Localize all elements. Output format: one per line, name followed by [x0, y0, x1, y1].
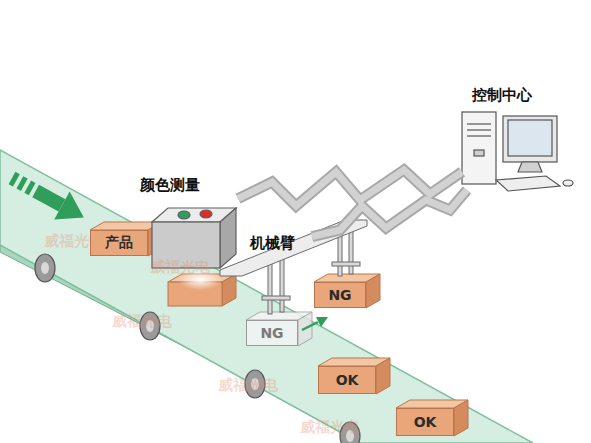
- box-side: [366, 274, 380, 308]
- control-center: 控制中心: [462, 86, 560, 190]
- reject-box-moving: NG: [246, 320, 298, 346]
- node-text: 颜色测量: [140, 176, 238, 195]
- reject-box: NG: [314, 282, 366, 308]
- color-measure-unit: 颜色测量: [138, 176, 238, 270]
- mouse: [563, 180, 573, 186]
- robot-arm: 机械臂: [250, 234, 312, 254]
- computer: [462, 112, 573, 191]
- node-text: OK: [336, 372, 359, 388]
- push-arrow: [302, 317, 328, 330]
- watermark: 威福光电: [300, 418, 360, 437]
- keyboard: [496, 176, 560, 191]
- node-text: 机械臂: [250, 234, 312, 253]
- push-arrow-head: [316, 317, 328, 327]
- drive-slot: [467, 123, 491, 124]
- watermark: 威福光电: [150, 258, 210, 277]
- roller-hubs: [41, 262, 354, 442]
- watermark: 威福光电: [112, 312, 172, 331]
- arm-post: [280, 258, 284, 312]
- conveyor-belt: [0, 150, 533, 443]
- monitor: [503, 116, 557, 162]
- roller-hub: [41, 262, 49, 274]
- watermark: 威福光电: [218, 376, 278, 395]
- gripper-bar: [262, 296, 290, 300]
- screen: [508, 120, 552, 156]
- box-side: [454, 400, 468, 436]
- red-lamp: [200, 210, 212, 218]
- power-button: [474, 150, 484, 156]
- node-text: OK: [414, 414, 437, 430]
- monitor-stand: [518, 162, 542, 172]
- push-arrow-shaft: [302, 322, 318, 330]
- drive-slot: [467, 129, 491, 130]
- drive-slot: [467, 135, 491, 136]
- pass-box: OK: [318, 366, 376, 394]
- arrow-body: [32, 185, 65, 212]
- pass-box: OK: [396, 408, 454, 436]
- arrow-stripe: [9, 172, 20, 187]
- node-text: 控制中心: [472, 86, 560, 105]
- pc-tower: [462, 112, 496, 184]
- gantry: [220, 220, 367, 314]
- box-side: [376, 358, 390, 394]
- flow-arrow: [4, 164, 91, 232]
- signal-link-outline: [312, 190, 467, 237]
- arrow-stripe: [24, 181, 35, 196]
- signal-link: [312, 190, 467, 237]
- product-box: 产品: [90, 230, 148, 256]
- node-text: NG: [328, 287, 351, 303]
- green-lamp: [178, 211, 190, 219]
- gripper-bar: [332, 262, 360, 266]
- arm-post: [268, 262, 272, 314]
- arrow-stripe: [17, 176, 28, 191]
- node-text: NG: [260, 325, 283, 341]
- roller: [35, 254, 55, 282]
- arrow-head: [54, 191, 91, 231]
- sensor-side: [220, 208, 236, 268]
- box-side: [222, 274, 236, 306]
- rollers: [35, 254, 360, 443]
- node-text: 产品: [105, 234, 133, 252]
